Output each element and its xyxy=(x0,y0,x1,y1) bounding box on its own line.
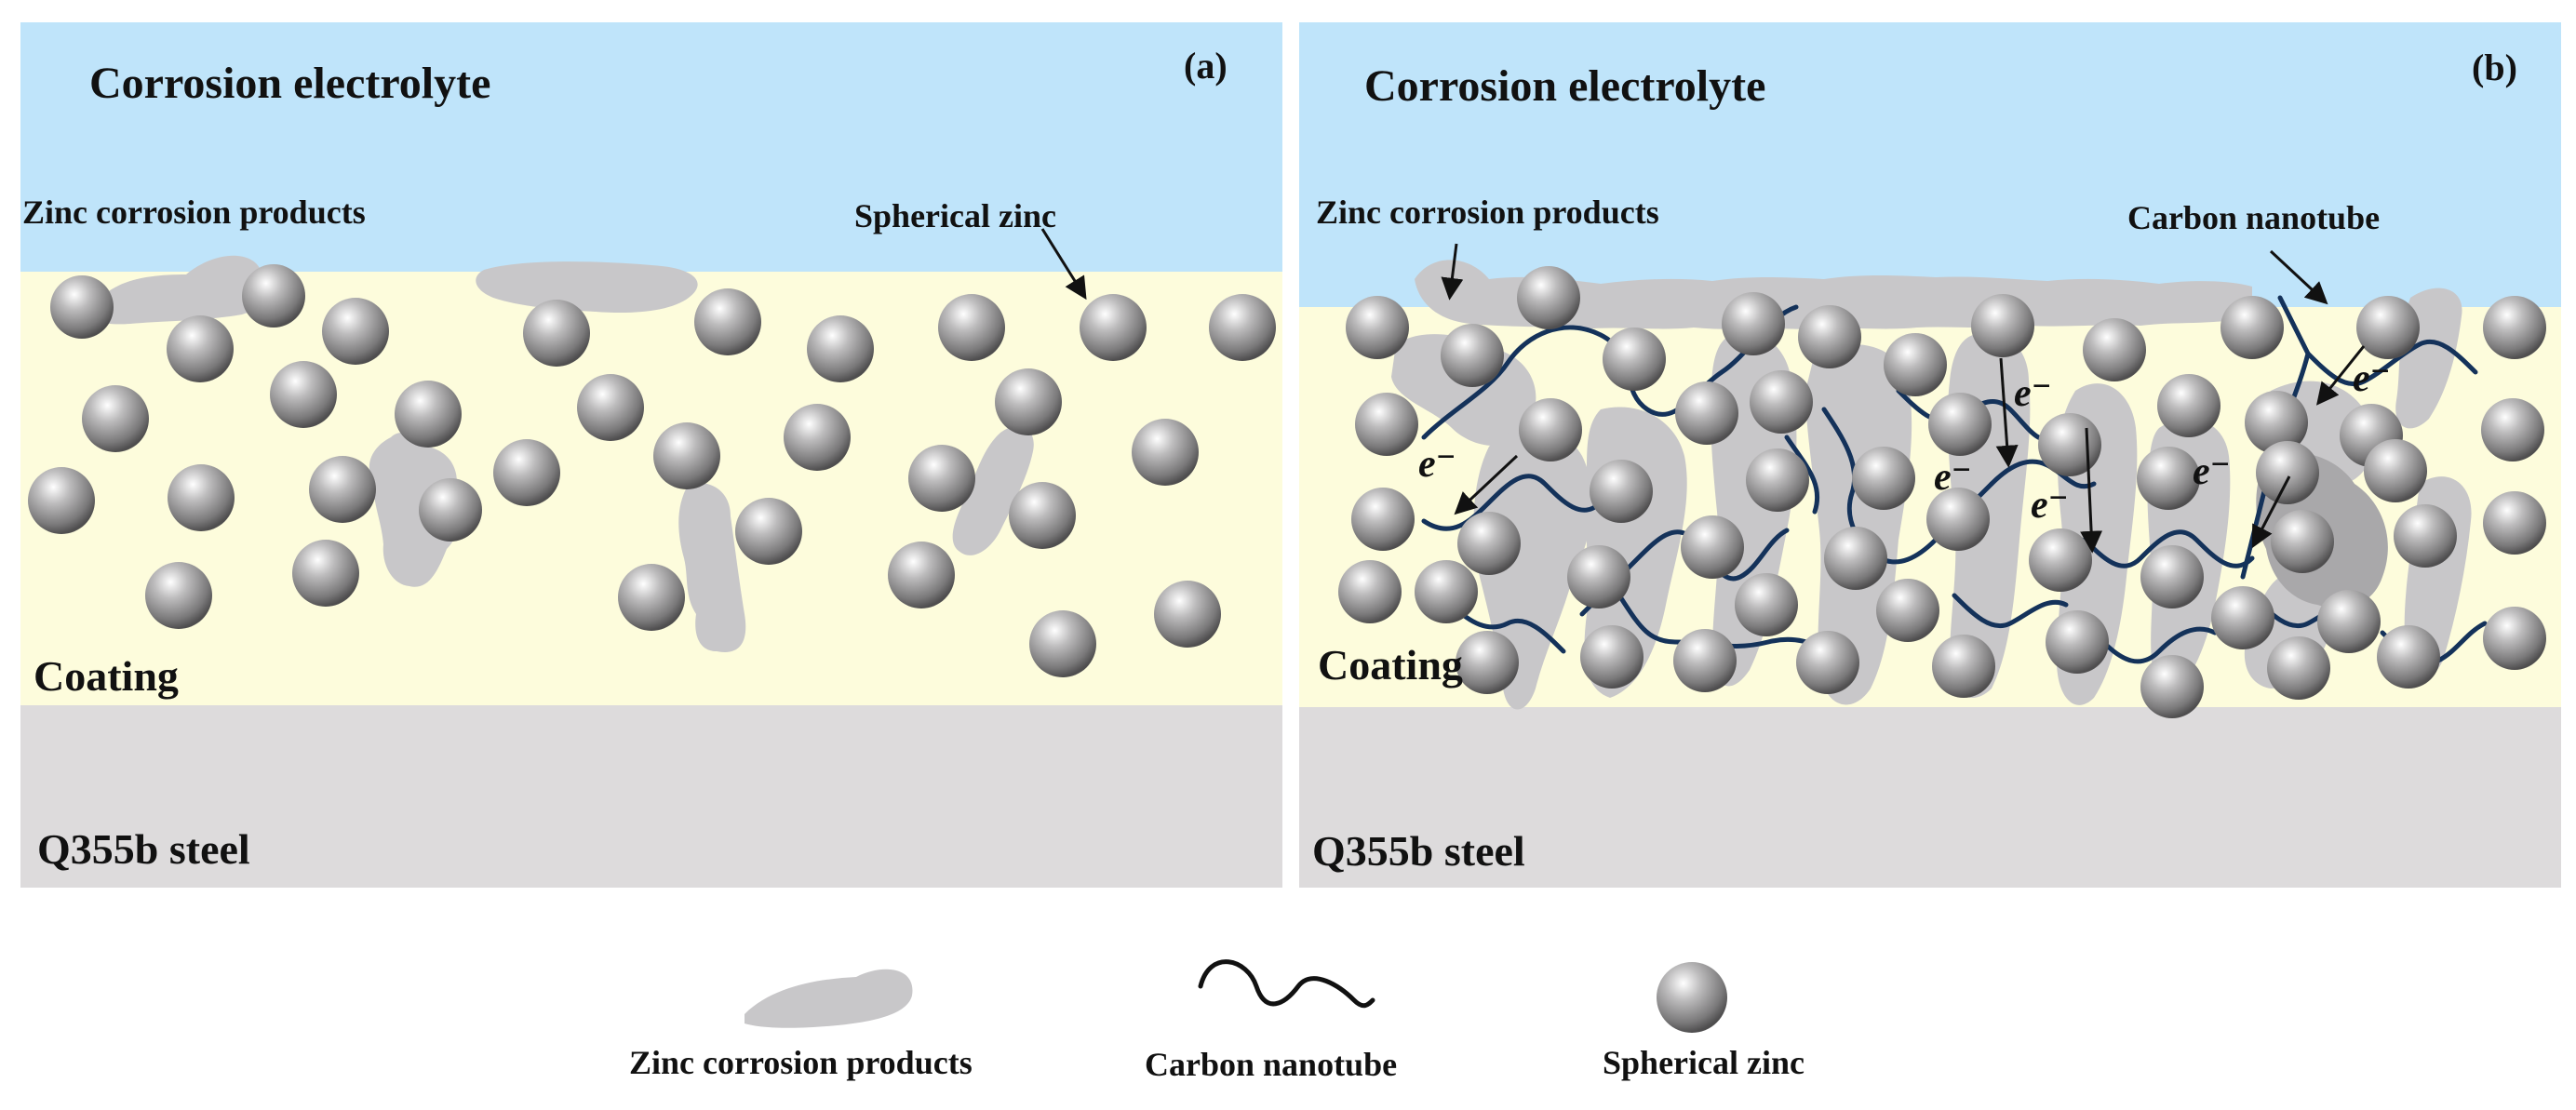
coating-label-a: Coating xyxy=(34,652,179,700)
legend-corrosion-products-swatch xyxy=(745,969,913,1028)
panel-a: Corrosion electrolyte (a) Zinc corrosion… xyxy=(20,22,1282,888)
legend-spherical-zinc-label: Spherical zinc xyxy=(1603,1044,1805,1081)
coating-label-b: Coating xyxy=(1318,641,1463,689)
electron-label: e⁻ xyxy=(2193,450,2231,493)
legend-carbon-nanotube-label: Carbon nanotube xyxy=(1145,1046,1397,1083)
electrolyte-layer-b xyxy=(1299,22,2561,307)
legend: Zinc corrosion products Carbon nanotube … xyxy=(629,959,1805,1083)
corrosion-products-label-a: Zinc corrosion products xyxy=(22,194,366,231)
electron-label: e⁻ xyxy=(1934,456,1972,499)
electron-label: e⁻ xyxy=(2353,357,2391,400)
spherical-zinc-particles-a xyxy=(28,264,1276,677)
electron-labels-b: e⁻ e⁻ e⁻ e⁻ e⁻ e⁻ xyxy=(1418,357,2391,527)
spherical-zinc-label-a: Spherical zinc xyxy=(854,197,1056,234)
steel-layer-a xyxy=(20,705,1282,888)
legend-spherical-zinc-swatch xyxy=(1657,962,1727,1033)
carbon-nanotube-label-b: Carbon nanotube xyxy=(2127,199,2380,236)
electron-label: e⁻ xyxy=(2014,372,2052,415)
steel-layer-b xyxy=(1299,707,2561,888)
electron-transfer-arrows-b xyxy=(1441,243,2366,554)
corrosion-products-label-b: Zinc corrosion products xyxy=(1316,194,1659,231)
legend-corrosion-products-label: Zinc corrosion products xyxy=(629,1044,973,1081)
panel-tag-b: (b) xyxy=(2472,47,2517,88)
steel-label-b: Q355b steel xyxy=(1312,827,1525,875)
panel-b: e⁻ e⁻ e⁻ e⁻ e⁻ e⁻ Corrosion electrolyte … xyxy=(1299,22,2561,888)
legend-carbon-nanotube-swatch xyxy=(1198,959,1375,1009)
panel-tag-a: (a) xyxy=(1184,45,1228,87)
electron-label: e⁻ xyxy=(1418,443,1456,486)
corrosion-products-a xyxy=(90,255,1034,652)
spherical-zinc-pointer-arrow-a xyxy=(1040,228,1087,301)
electrolyte-label-a: Corrosion electrolyte xyxy=(89,59,490,108)
electron-label: e⁻ xyxy=(2031,484,2069,527)
spherical-zinc-particles-b xyxy=(1338,266,2546,718)
steel-label-a: Q355b steel xyxy=(37,825,250,873)
electrolyte-label-b: Corrosion electrolyte xyxy=(1364,61,1765,111)
electrolyte-layer-a xyxy=(20,22,1282,272)
